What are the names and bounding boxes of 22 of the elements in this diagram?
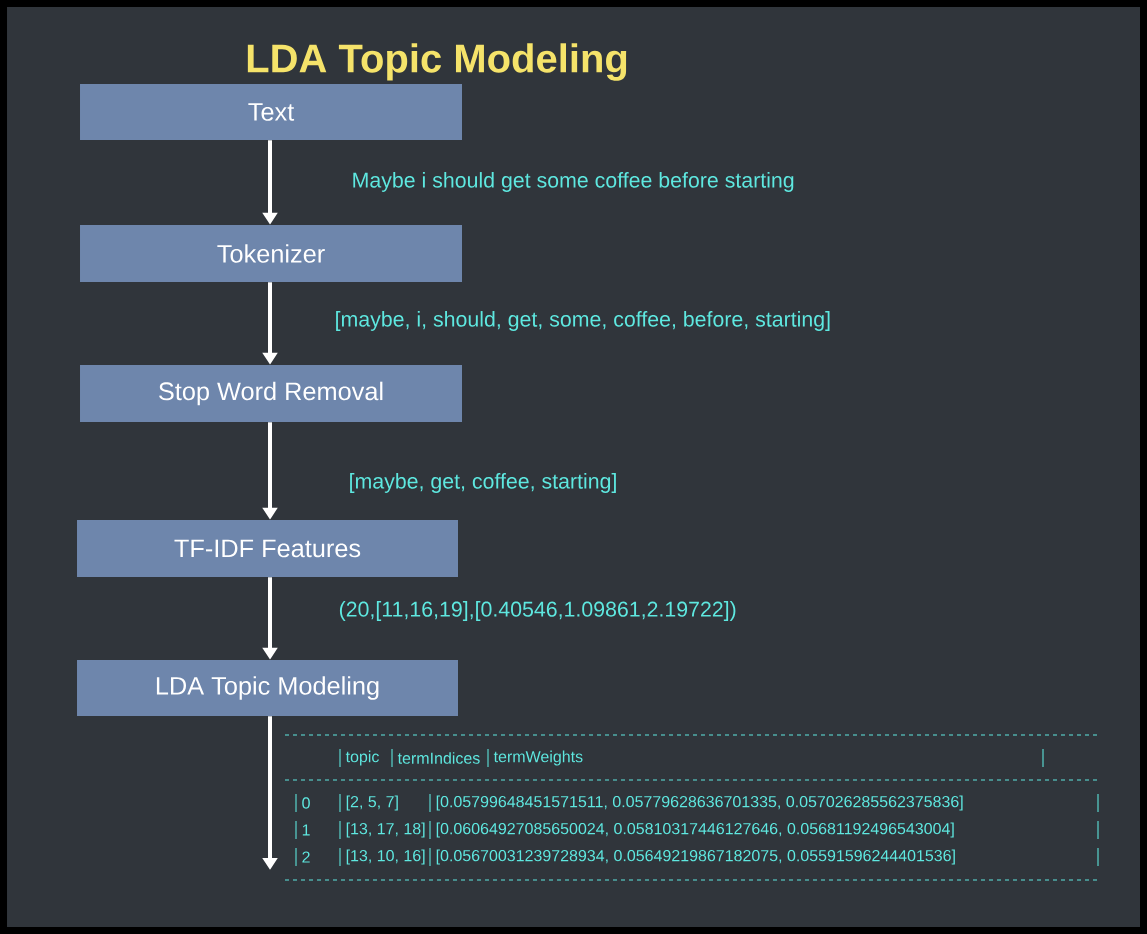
table-cell: termIndices: [397, 752, 480, 764]
table-cell: [13, 10, 16]: [346, 849, 425, 865]
table-cell: termWeights: [493, 750, 583, 766]
process-box: Tokenizer: [80, 225, 462, 282]
table-cell: [0.05670031239728934, 0.05649219867182075, 0.05591596244401536]: [436, 849, 955, 865]
title: LDA Topic Modeling: [247, 43, 627, 81]
process-box: Text: [80, 84, 462, 140]
table-cell: [0.06064927085650024, 0.05810317446127646, 0.05681192496543004]: [436, 822, 954, 838]
edge-label: Maybe i should get some coffee before starting: [353, 172, 794, 192]
table-cell: [13, 17, 18]: [346, 822, 425, 838]
table-cell: [2, 5, 7]: [346, 795, 398, 811]
process-box: Stop Word Removal: [80, 365, 462, 422]
table-cell: 1: [302, 824, 310, 836]
edge-label: (20,[11,16,19],[0.40546,1.09861,2.19722]): [339, 601, 736, 621]
table-cell: topic: [345, 750, 379, 766]
process-box: TF-IDF Features: [77, 520, 458, 577]
edge-label: [maybe, get, coffee, starting]: [350, 473, 616, 493]
table-cell: 2: [302, 851, 310, 863]
table-cell: [0.05799648451571511, 0.05779628636701335, 0.057026285562375836]: [436, 795, 963, 811]
edge-label: [maybe, i, should, get, some, coffee, before, starting]: [336, 311, 830, 331]
table-cell: 0: [302, 797, 310, 809]
process-box: LDA Topic Modeling: [77, 660, 458, 716]
